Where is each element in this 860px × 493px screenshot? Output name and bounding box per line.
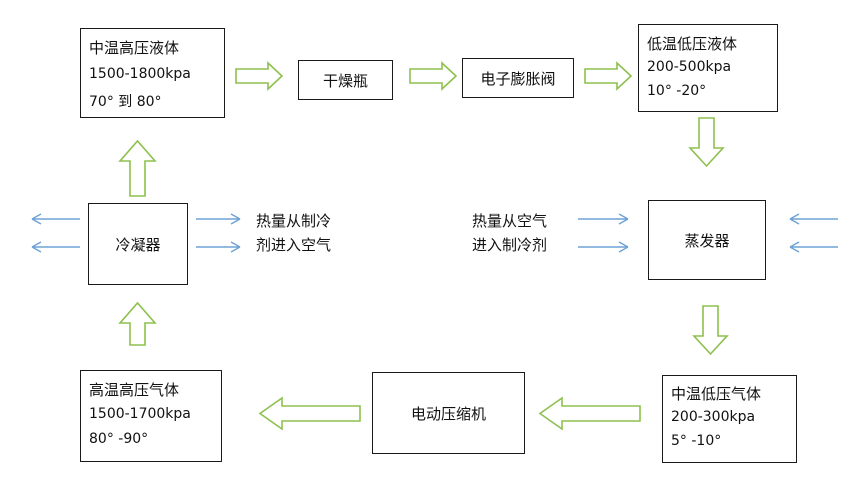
node-temperature: 70° 到 80°: [89, 94, 162, 110]
arrow-liquid-to-dryer: [235, 61, 284, 91]
arrow-evaporator-to-midgas: [692, 305, 729, 356]
arrow-valve-to-lowliquid: [584, 61, 633, 91]
note-line-1: 热量从制冷: [256, 212, 332, 230]
node-medium-temp-high-pressure-liquid: 中温高压液体 1500-1800kpa 70° 到 80°: [80, 28, 225, 118]
node-pressure: 1500-1800kpa: [89, 66, 191, 82]
node-high-temp-high-pressure-gas: 高温高压气体 1500-1700kpa 80° -90°: [80, 370, 222, 462]
arrow-highgas-to-condenser: [118, 301, 157, 346]
node-evaporator: 蒸发器: [648, 200, 766, 280]
heat-in-arrow-left-bottom: [578, 241, 629, 253]
condenser-heat-note: 热量从制冷 剂进入空气: [256, 209, 331, 257]
heat-in-arrow-right-bottom: [789, 241, 838, 253]
node-temperature: 80° -90°: [89, 431, 149, 447]
heat-in-arrow-right-top: [789, 213, 838, 225]
node-pressure: 200-300kpa: [671, 409, 756, 425]
arrow-midgas-to-compressor: [538, 396, 641, 431]
node-pressure: 1500-1700kpa: [89, 406, 191, 422]
node-pressure: 200-500kpa: [647, 59, 732, 75]
arrow-lowliquid-to-evaporator: [688, 117, 725, 168]
heat-out-arrow-right-bottom: [196, 241, 241, 253]
node-label: 蒸发器: [684, 231, 730, 250]
node-title: 中温高压液体: [89, 39, 180, 57]
node-medium-temp-low-pressure-gas: 中温低压气体 200-300kpa 5° -10°: [662, 375, 797, 463]
node-label: 电动压缩机: [410, 404, 486, 423]
flow-arrows: [118, 61, 729, 431]
note-line-2: 进入制冷剂: [472, 236, 548, 254]
node-label: 冷凝器: [115, 235, 161, 254]
node-label: 电子膨胀阀: [480, 69, 556, 88]
node-condenser: 冷凝器: [88, 203, 188, 285]
heat-in-arrow-left-top: [578, 213, 629, 225]
node-title: 低温低压液体: [647, 35, 738, 53]
node-label: 干燥瓶: [322, 71, 368, 90]
node-low-temp-low-pressure-liquid: 低温低压液体 200-500kpa 10° -20°: [638, 24, 778, 112]
node-dryer: 干燥瓶: [298, 60, 393, 100]
node-electronic-expansion-valve: 电子膨胀阀: [462, 58, 574, 98]
node-title: 中温低压气体: [671, 385, 762, 403]
heat-out-arrow-left-top: [31, 213, 80, 225]
node-temperature: 5° -10°: [671, 433, 722, 449]
arrow-dryer-to-valve: [409, 61, 458, 91]
node-temperature: 10° -20°: [647, 83, 707, 99]
node-title: 高温高压气体: [89, 381, 180, 399]
heat-out-arrow-left-bottom: [31, 241, 80, 253]
note-line-2: 剂进入空气: [256, 236, 332, 254]
arrow-compressor-to-highgas: [258, 396, 361, 431]
arrow-condenser-to-midliquid: [118, 139, 157, 197]
heat-out-arrow-right-top: [196, 213, 241, 225]
evaporator-heat-note: 热量从空气 进入制冷剂: [472, 209, 547, 257]
note-line-1: 热量从空气: [472, 212, 548, 230]
node-electric-compressor: 电动压缩机: [372, 372, 525, 454]
heat-arrows: [31, 213, 838, 253]
